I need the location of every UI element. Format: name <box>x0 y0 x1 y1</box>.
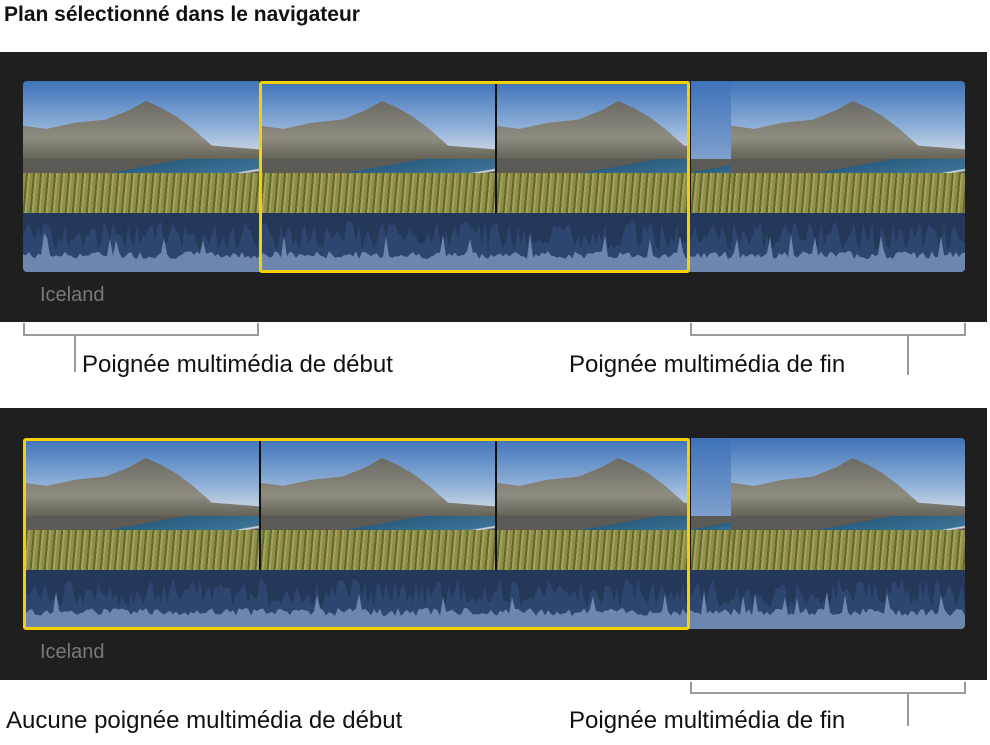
bracket-pointer <box>907 335 909 375</box>
end-handle-label: Poignée multimédia de fin <box>569 707 846 734</box>
thumbnail-frame <box>23 438 259 570</box>
start-handle-bracket <box>23 323 259 336</box>
frame-divider <box>259 438 261 570</box>
clip-name: Iceland <box>40 284 105 306</box>
frame-divider <box>495 438 497 570</box>
no-start-handle-label: Aucune poignée multimédia de début <box>6 707 403 734</box>
selection-range[interactable] <box>23 438 690 630</box>
thumbnail-frame <box>731 438 965 570</box>
frame-divider <box>495 81 497 213</box>
video-clip[interactable] <box>23 438 965 629</box>
thumbnail-frame <box>691 438 731 570</box>
thumbnail-frame <box>260 438 495 570</box>
page-title: Plan sélectionné dans le navigateur <box>4 3 360 26</box>
bracket-pointer <box>74 335 76 372</box>
end-handle-label: Poignée multimédia de fin <box>569 351 846 378</box>
end-handle-bracket <box>690 682 966 694</box>
audio-waveform <box>23 578 965 629</box>
video-clip[interactable] <box>23 81 965 272</box>
thumbnail-frame <box>731 81 965 213</box>
thumbnail-frame <box>260 81 495 213</box>
waveform-peaks <box>23 590 965 629</box>
clip-name: Iceland <box>40 641 105 663</box>
selection-range[interactable] <box>259 81 690 273</box>
timeline-panel-2: Iceland <box>0 408 987 680</box>
timeline-panel-1: Iceland <box>0 52 987 322</box>
start-handle-label: Poignée multimédia de début <box>82 351 393 378</box>
thumbnail-frame <box>691 81 731 213</box>
end-handle-bracket <box>690 323 966 336</box>
bracket-pointer <box>907 693 909 726</box>
audio-waveform <box>23 221 965 272</box>
waveform-peaks <box>23 233 965 272</box>
thumbnail-frame <box>23 81 259 213</box>
